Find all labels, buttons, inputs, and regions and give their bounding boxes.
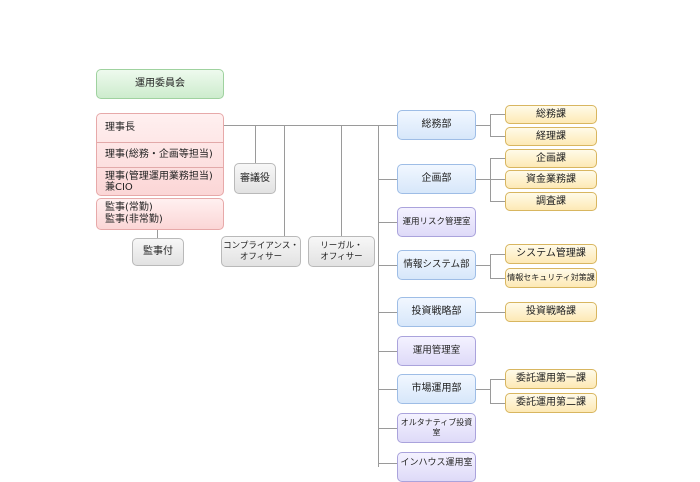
connector-ga-2	[490, 136, 505, 137]
connector-ga-bar	[490, 114, 491, 136]
connector-dept-risk	[378, 222, 397, 223]
connector-dept-it	[378, 265, 397, 266]
connector-mk-2	[490, 403, 505, 404]
connector-it-bar	[490, 254, 491, 278]
connector-pl-3	[490, 201, 505, 202]
director-investment-label: 理事(管理運用業務担当) 兼CIO	[97, 167, 223, 196]
connector-dept-inhouse	[378, 463, 397, 464]
dept-investment-admin: 運用管理室	[397, 336, 476, 366]
dept-general-affairs: 総務部	[397, 110, 476, 140]
connector-it-2	[490, 278, 505, 279]
connector-it-out	[476, 265, 490, 266]
auditors-box: 監事(常勤) 監事(非常勤)	[96, 198, 224, 230]
section-accounting: 経理課	[505, 127, 597, 146]
connector-compliance	[284, 125, 285, 236]
connector-ga-1	[490, 114, 505, 115]
section-info-security: 情報セキュリティ対策課	[505, 268, 597, 288]
connector-main-vertical	[378, 125, 379, 467]
connector-pl-1	[490, 158, 505, 159]
dept-planning: 企画部	[397, 164, 476, 194]
connector-dept-admin	[378, 351, 397, 352]
section-planning: 企画課	[505, 149, 597, 168]
connector-ga-out	[476, 125, 490, 126]
committee-box: 運用委員会	[96, 69, 224, 99]
section-fund-operations: 資金業務課	[505, 170, 597, 189]
council-box: 審議役	[234, 163, 276, 194]
director-general-label: 理事(総務・企画等担当)	[97, 142, 223, 167]
dept-risk-management: 運用リスク管理室	[397, 207, 476, 237]
connector-st-1	[476, 312, 505, 313]
connector-audit-staff	[157, 229, 158, 238]
connector-dept-planning	[378, 179, 397, 180]
connector-main-horizontal	[224, 125, 397, 126]
executive-block: 理事長 理事(総務・企画等担当) 理事(管理運用業務担当) 兼CIO	[96, 113, 224, 196]
connector-dept-strategy	[378, 312, 397, 313]
connector-dept-market	[378, 389, 397, 390]
connector-dept-alternative	[378, 428, 397, 429]
connector-mk-bar	[490, 379, 491, 403]
dept-market-investment: 市場運用部	[397, 374, 476, 404]
connector-pl-out	[476, 179, 490, 180]
dept-inhouse: インハウス運用室	[397, 452, 476, 482]
audit-staff-box: 監事付	[132, 238, 184, 266]
section-system-management: システム管理課	[505, 244, 597, 264]
section-external-mgmt-1: 委託運用第一課	[505, 369, 597, 389]
dept-investment-strategy: 投資戦略部	[397, 297, 476, 327]
connector-mk-1	[490, 379, 505, 380]
connector-council	[255, 125, 256, 163]
connector-pl-2	[490, 179, 505, 180]
compliance-officer-box: コンプライアンス・ オフィサー	[221, 236, 301, 267]
section-research: 調査課	[505, 192, 597, 211]
connector-mk-out	[476, 389, 490, 390]
dept-alternative: オルタナティブ投資室	[397, 413, 476, 443]
section-investment-strategy: 投資戦略課	[505, 302, 597, 322]
connector-it-1	[490, 254, 505, 255]
connector-legal	[341, 125, 342, 236]
chairman-label: 理事長	[105, 122, 135, 134]
legal-officer-box: リーガル・ オフィサー	[308, 236, 375, 267]
dept-it-systems: 情報システム部	[397, 250, 476, 280]
section-general-affairs: 総務課	[505, 105, 597, 124]
section-external-mgmt-2: 委託運用第二課	[505, 393, 597, 413]
